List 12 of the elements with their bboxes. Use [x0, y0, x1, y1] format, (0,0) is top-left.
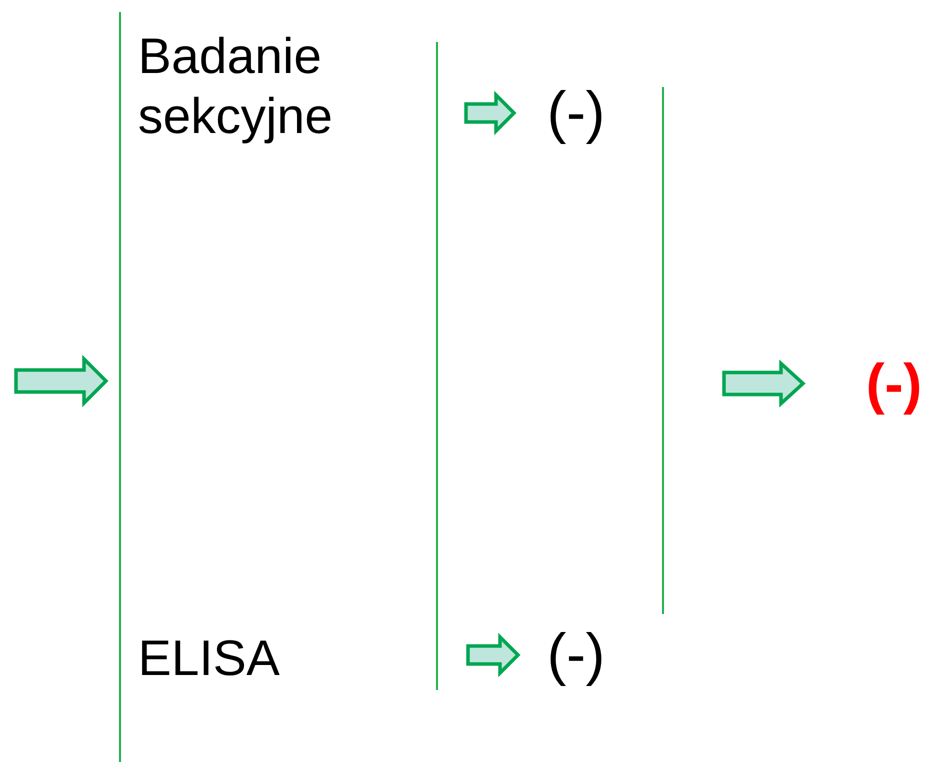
block-arrow — [464, 90, 516, 136]
block-arrow — [14, 354, 108, 408]
test-label: (-) — [547, 78, 621, 148]
bracket-line — [119, 12, 121, 762]
test-label: Badanie sekcyjne — [138, 26, 390, 146]
bracket-line — [662, 87, 664, 614]
block-arrow — [722, 360, 806, 408]
block-arrow — [466, 632, 520, 678]
test-label: ELISA — [138, 628, 320, 688]
test-label: (-) — [547, 620, 621, 690]
bracket-line — [436, 42, 438, 690]
result-text: (-) — [866, 350, 936, 418]
